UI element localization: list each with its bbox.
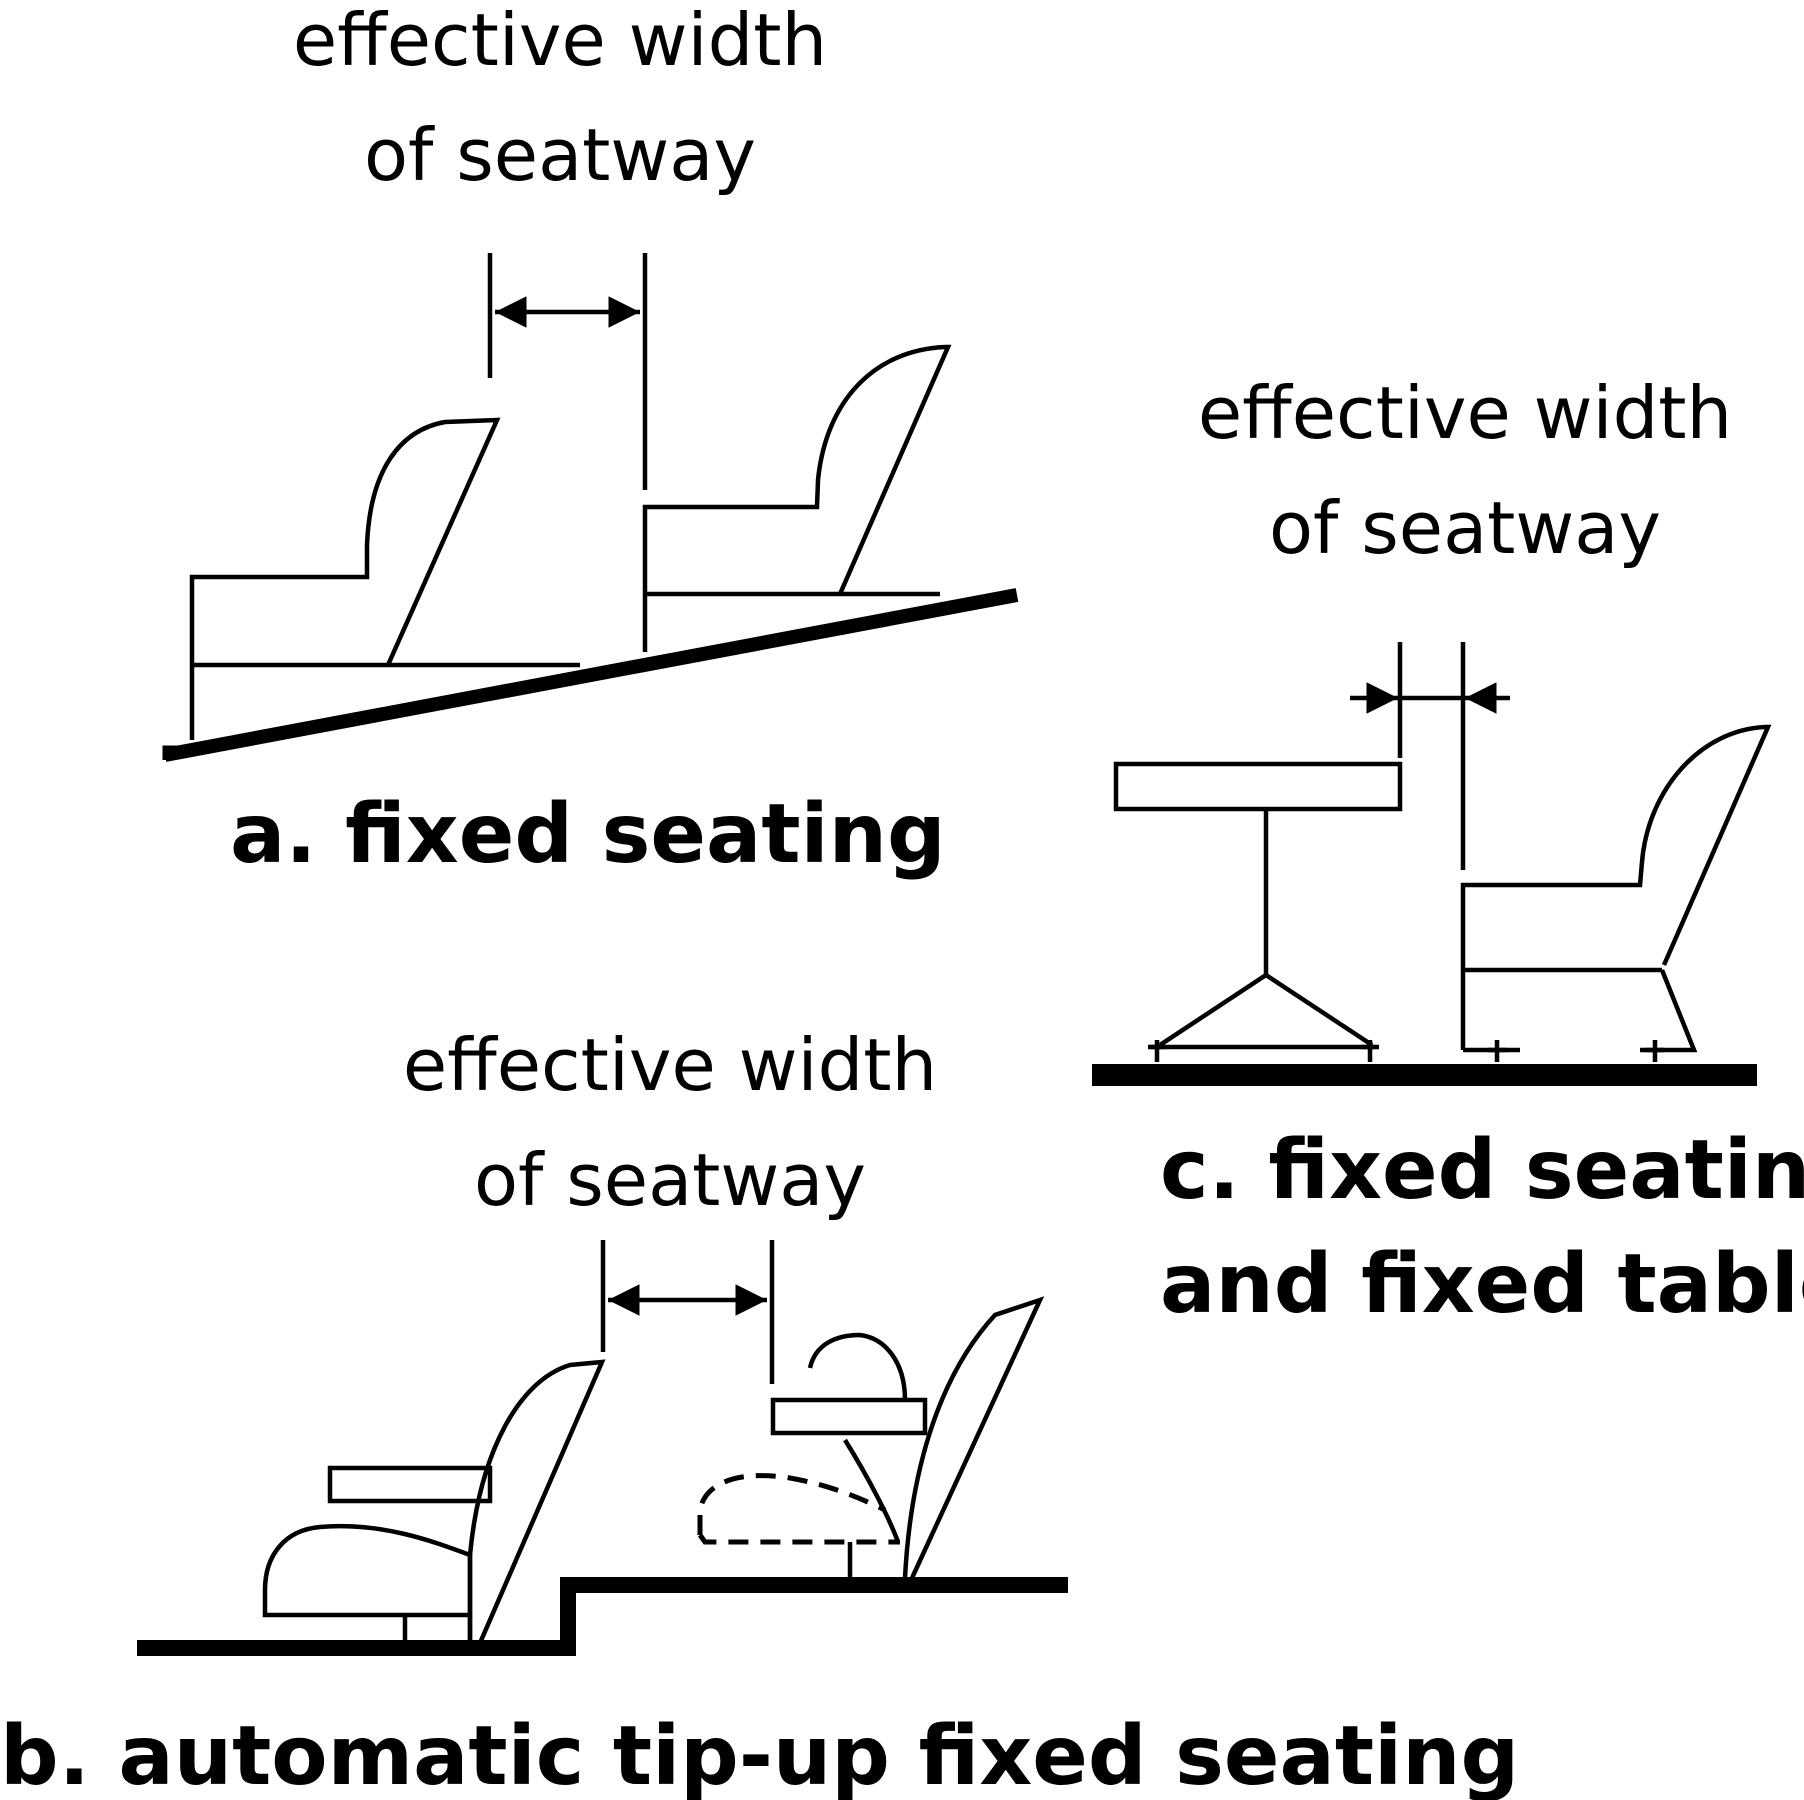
panel-a-fixed-seating: effective width of seatway a. fixed seat…: [162, 0, 1019, 882]
panel-c-chair: [1460, 724, 1772, 1062]
panel-c-seating-and-table: effective width of seatway: [1092, 371, 1804, 1332]
panel-b-dimension-marker: [600, 1240, 775, 1384]
panel-b-label-line2: of seatway: [474, 1138, 866, 1222]
panel-c-dimension-marker: [1350, 642, 1510, 870]
panel-a-chair-rear: [642, 344, 952, 652]
panel-a-label-line1: effective width: [293, 0, 827, 82]
panel-a-chair-front: [189, 417, 580, 740]
panel-b-stepped-floor: [137, 1577, 1068, 1656]
panel-a-sloped-floor: [162, 588, 1019, 762]
panel-c-label-line2: of seatway: [1269, 486, 1661, 570]
panel-b-caption: b. automatic tip-up fixed seating: [0, 1709, 1519, 1800]
panel-b-tip-up-seating: effective width of seatway: [0, 1023, 1519, 1800]
panel-c-caption-line2: and fixed table: [1160, 1237, 1804, 1332]
panel-c-label-line1: effective width: [1198, 371, 1732, 455]
panel-b-chair-rear-tipped: [697, 1296, 1045, 1579]
panel-c-caption-line1: c. fixed seating: [1160, 1123, 1804, 1218]
panel-a-label-line2: of seatway: [364, 113, 756, 197]
panel-a-caption: a. fixed seating: [230, 787, 946, 882]
panel-b-chair-front: [262, 1359, 606, 1644]
panel-a-dimension-marker: [487, 253, 648, 490]
panel-b-label-line1: effective width: [403, 1023, 937, 1107]
panel-c-fixed-table: [1113, 761, 1403, 1062]
